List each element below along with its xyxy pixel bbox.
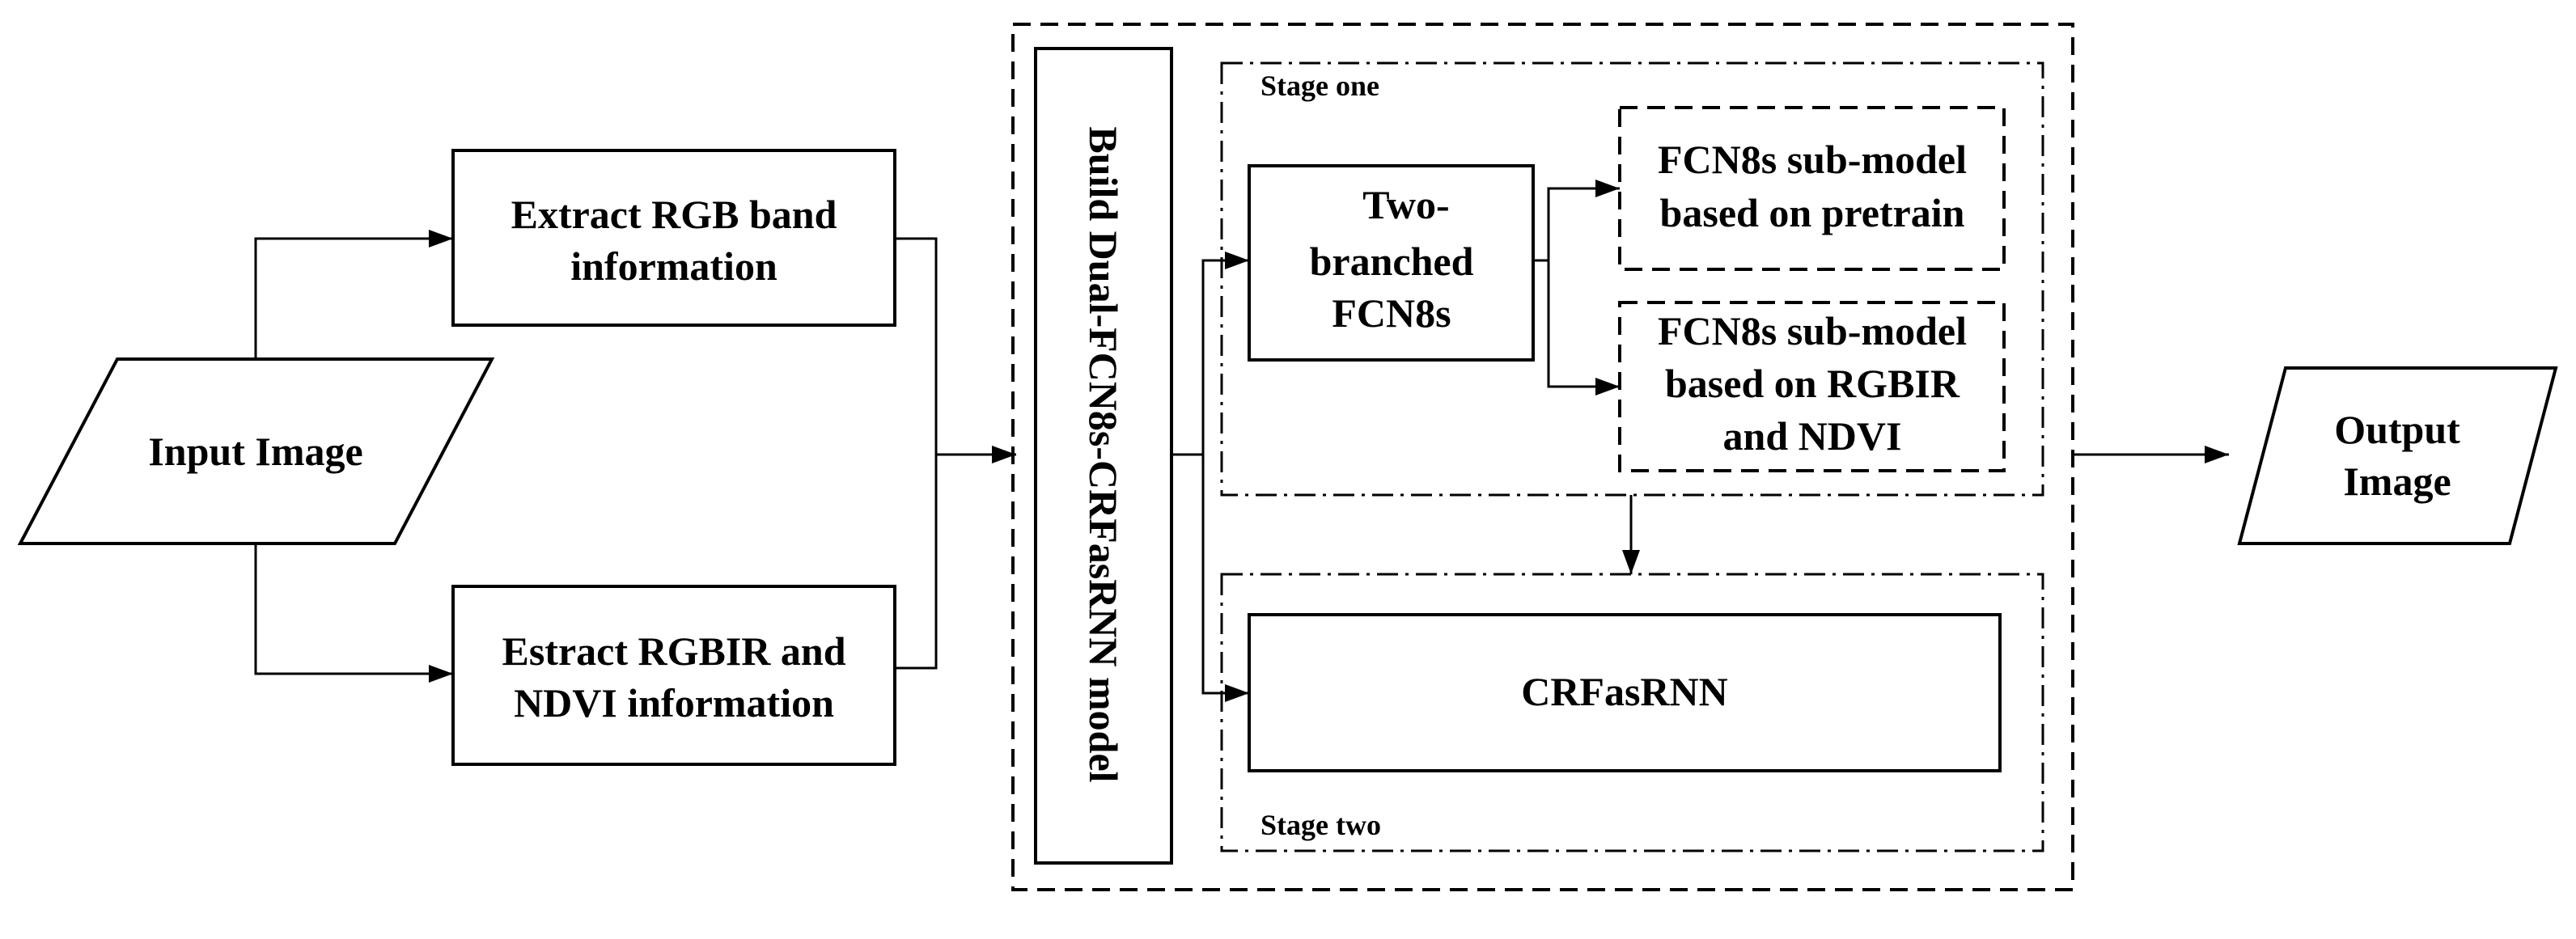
submodel-pretrain-line2: based on pretrain [1660, 190, 1965, 235]
build-model-node: Build Dual-FCN8s-CRFasRNN model [1034, 47, 1173, 865]
input-image-shape [17, 357, 495, 545]
two-branched-node: Two- branched FCN8s [1248, 164, 1535, 362]
extract-rgbir-box [451, 585, 896, 766]
extract-rgb-line1: Extract RGB band [511, 192, 837, 237]
connector-to-crfasrnn [1201, 455, 1249, 702]
submodel-rgbir-line3: and NDVI [1723, 413, 1902, 459]
two-branched-line1: Two- [1362, 182, 1449, 227]
crfasrnn-box [1248, 613, 2002, 772]
crfasrnn-label: CRFasRNN [1521, 669, 1728, 714]
submodel-rgbir-line2: based on RGBIR [1665, 361, 1960, 406]
extract-rgb-node: Extract RGB band information [451, 149, 896, 327]
build-model-label: Build Dual-FCN8s-CRFasRNN model [1081, 126, 1126, 782]
submodel-rgbir-node: FCN8s sub-model based on RGBIR and NDVI [1618, 301, 2006, 472]
stage-one-label: Stage one [1260, 70, 1379, 102]
connector-to-submodel-rgbir [1547, 260, 1620, 395]
submodel-rgbir-box [1618, 301, 2006, 472]
extract-rgbir-node: Estract RGBIR and NDVI information [451, 585, 896, 766]
extract-rgbir-line2: NDVI information [514, 680, 834, 725]
build-model-box [1034, 47, 1173, 865]
stage-two-label: Stage two [1260, 809, 1381, 841]
connector-to-two-branched [1201, 252, 1249, 455]
input-image-label: Input Image [148, 429, 362, 474]
connector-rgb-to-merge [895, 237, 938, 455]
submodel-pretrain-box [1618, 106, 2006, 271]
two-branched-box [1248, 164, 1535, 362]
output-image-node: Output Image [2237, 366, 2558, 545]
output-image-shape [2237, 366, 2558, 545]
connector-to-submodel-pretrain [1547, 180, 1620, 260]
output-image-line1: Output [2334, 407, 2460, 452]
two-branched-line2: branched [1310, 239, 1474, 284]
connector-input-to-rgbir [254, 544, 453, 683]
extract-rgb-box [451, 149, 896, 327]
submodel-pretrain-line1: FCN8s sub-model [1658, 137, 1967, 182]
two-branched-line3: FCN8s [1332, 290, 1451, 336]
connector-input-to-rgb [254, 230, 453, 359]
connector-rgbir-to-merge [895, 455, 938, 670]
extract-rgb-line2: information [570, 243, 777, 289]
extract-rgbir-line1: Estract RGBIR and [502, 628, 845, 674]
submodel-pretrain-node: FCN8s sub-model based on pretrain [1618, 106, 2006, 271]
output-image-line2: Image [2343, 459, 2451, 504]
input-image-node: Input Image [17, 357, 495, 545]
submodel-rgbir-line1: FCN8s sub-model [1658, 308, 1967, 353]
crfasrnn-node: CRFasRNN [1248, 613, 2002, 772]
